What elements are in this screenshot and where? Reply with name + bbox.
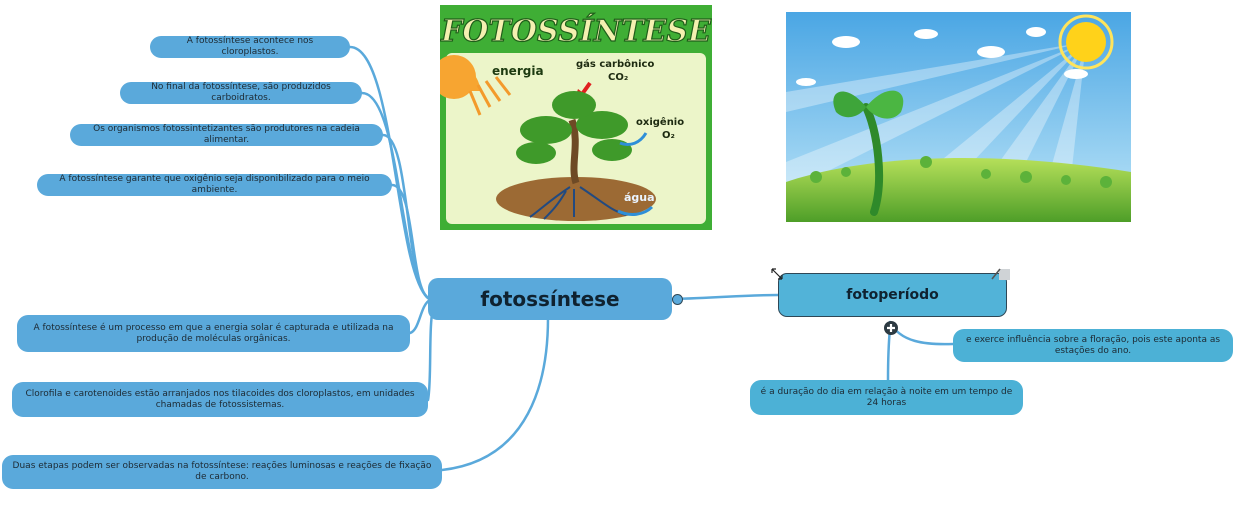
topic-text: Os organismos fotossintetizantes são pro…	[93, 124, 360, 145]
link-topic-3	[381, 133, 430, 300]
sub-child-text: e exerce influência sobre a floração, po…	[965, 334, 1221, 356]
link-topic-7	[440, 316, 550, 472]
attach-icon[interactable]	[989, 266, 1011, 282]
subtopic-label: fotoperíodo	[846, 286, 939, 303]
formula-co2: CO₂	[608, 72, 628, 83]
topic-text: Clorofila e carotenoides estão arranjado…	[25, 388, 415, 410]
label-co2: gás carbônico	[576, 58, 654, 70]
sprout-sunny-field-image	[786, 12, 1131, 222]
subtopic-fotoperiodo[interactable]: fotoperíodo	[778, 273, 1007, 317]
topic-oxygen[interactable]: A fotossíntese garante que oxigênio seja…	[37, 174, 392, 196]
central-topic[interactable]: fotossíntese	[428, 278, 672, 320]
topic-producers[interactable]: Os organismos fotossintetizantes são pro…	[70, 124, 383, 146]
topic-chloroplasts[interactable]: A fotossíntese acontece nos cloroplastos…	[150, 36, 350, 58]
sub-child-flowering[interactable]: e exerce influência sobre a floração, po…	[953, 329, 1233, 362]
topic-text: A fotossíntese acontece nos cloroplastos…	[186, 36, 314, 57]
link-topic-6	[426, 303, 436, 402]
central-topic-label: fotossíntese	[480, 286, 620, 311]
topic-text: No final da fotossíntese, são produzidos…	[151, 82, 331, 103]
label-o2: oxigênio	[636, 116, 684, 128]
topic-process[interactable]: A fotossíntese é um processo em que a en…	[17, 315, 410, 352]
sub-child-duration[interactable]: é a duração do dia em relação à noite em…	[750, 380, 1023, 415]
sub-child-text: é a duração do dia em relação à noite em…	[760, 386, 1013, 408]
topic-stages[interactable]: Duas etapas podem ser observadas na foto…	[2, 455, 442, 489]
formula-o2: O₂	[662, 130, 675, 141]
resize-arrow-icon[interactable]	[771, 265, 783, 280]
link-topic-4	[390, 183, 430, 300]
topic-text: A fotossíntese é um processo em que a en…	[33, 322, 394, 344]
label-energy: energia	[492, 64, 544, 78]
topic-text: Duas etapas podem ser observadas na foto…	[12, 461, 432, 482]
link-subtopic	[670, 293, 780, 301]
collapse-handle[interactable]	[672, 294, 683, 305]
add-child-icon[interactable]	[883, 320, 899, 336]
topic-carbohydrates[interactable]: No final da fotossíntese, são produzidos…	[120, 82, 362, 104]
photosynthesis-poster-image: FOTOSSÍNTESE energia gás carbônico CO₂ o…	[440, 5, 712, 230]
link-topic-5	[408, 298, 432, 335]
topic-photosystems[interactable]: Clorofila e carotenoides estão arranjado…	[12, 382, 428, 417]
label-water: água	[624, 191, 655, 204]
poster-title: FOTOSSÍNTESE	[440, 13, 712, 49]
link-sub-child-1	[888, 320, 955, 346]
topic-text: A fotossíntese garante que oxigênio seja…	[59, 174, 370, 195]
